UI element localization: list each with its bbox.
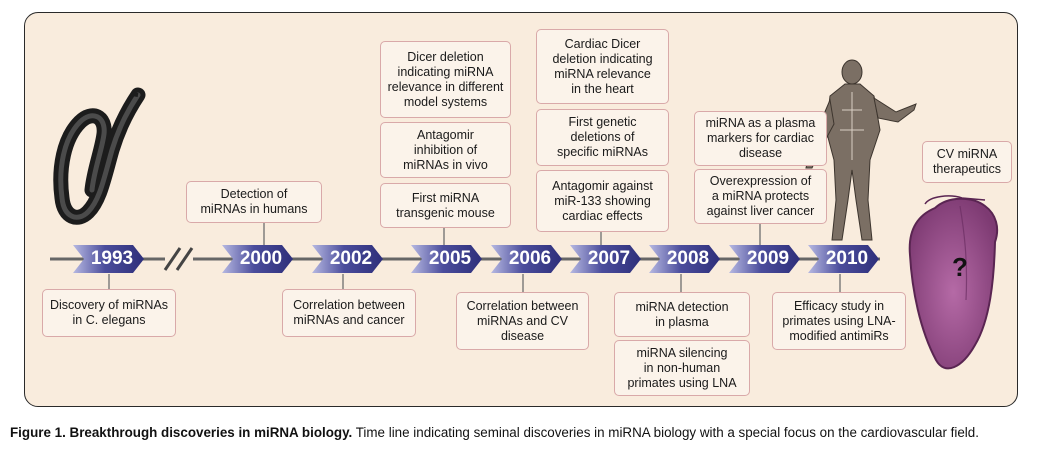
year-label-2005: 2005 bbox=[428, 248, 472, 269]
event-2006-cv-disease: Correlation between miRNAs and CV diseas… bbox=[456, 292, 589, 350]
event-2010-primates: Efficacy study in primates using LNA- mo… bbox=[772, 292, 906, 350]
event-2008-plasma-detection: miRNA detection in plasma bbox=[614, 292, 750, 337]
event-1993-discovery: Discovery of miRNAs in C. elegans bbox=[42, 289, 176, 337]
year-arrow-2006 bbox=[491, 245, 562, 273]
event-2007-mir133: Antagomir against miR-133 showing cardia… bbox=[536, 170, 669, 232]
year-arrow-2009 bbox=[729, 245, 800, 273]
event-2008-lna-silencing: miRNA silencing in non-human primates us… bbox=[614, 340, 750, 396]
year-arrow-2007 bbox=[570, 245, 641, 273]
connector-lines bbox=[108, 222, 841, 292]
year-label-1993: 1993 bbox=[90, 248, 134, 269]
event-2009-liver-cancer: Overexpression of a miRNA protects again… bbox=[694, 169, 827, 224]
event-2005-transgenic: First miRNA transgenic mouse bbox=[380, 183, 511, 228]
year-label-2006: 2006 bbox=[508, 248, 552, 269]
year-label-2007: 2007 bbox=[587, 248, 631, 269]
figure-caption: Figure 1. Breakthrough discoveries in mi… bbox=[10, 424, 1040, 441]
year-arrow-1993 bbox=[73, 245, 144, 273]
event-2000-detection: Detection of miRNAs in humans bbox=[186, 181, 322, 223]
heart-illustration bbox=[908, 195, 999, 370]
event-2005-antagomir: Antagomir inhibition of miRNAs in vivo bbox=[380, 122, 511, 178]
event-future-therapeutics: CV miRNA therapeutics bbox=[922, 141, 1012, 183]
heart-question-mark: ? bbox=[952, 252, 968, 282]
year-label-2008: 2008 bbox=[666, 248, 710, 269]
caption-title: Figure 1. Breakthrough discoveries in mi… bbox=[10, 425, 353, 440]
event-2007-genetic-deletions: First genetic deletions of specific miRN… bbox=[536, 109, 669, 166]
year-label-2002: 2002 bbox=[329, 248, 373, 269]
year-label-2000: 2000 bbox=[239, 248, 283, 269]
year-label-2009: 2009 bbox=[746, 248, 790, 269]
year-arrow-2010 bbox=[808, 245, 879, 273]
event-2002-cancer: Correlation between miRNAs and cancer bbox=[282, 289, 416, 337]
worm-illustration bbox=[53, 87, 146, 225]
year-arrow-2005 bbox=[411, 245, 482, 273]
year-arrow-2008 bbox=[649, 245, 720, 273]
event-2009-plasma-markers: miRNA as a plasma markers for cardiac di… bbox=[694, 111, 827, 166]
year-label-2010: 2010 bbox=[825, 248, 869, 269]
axis-break bbox=[163, 247, 194, 271]
year-arrow-2000 bbox=[222, 245, 293, 273]
event-2005-dicer: Dicer deletion indicating miRNA relevanc… bbox=[380, 41, 511, 118]
event-2007-cardiac-dicer: Cardiac Dicer deletion indicating miRNA … bbox=[536, 29, 669, 104]
year-arrow-2002 bbox=[312, 245, 383, 273]
caption-text: Time line indicating seminal discoveries… bbox=[352, 425, 979, 440]
